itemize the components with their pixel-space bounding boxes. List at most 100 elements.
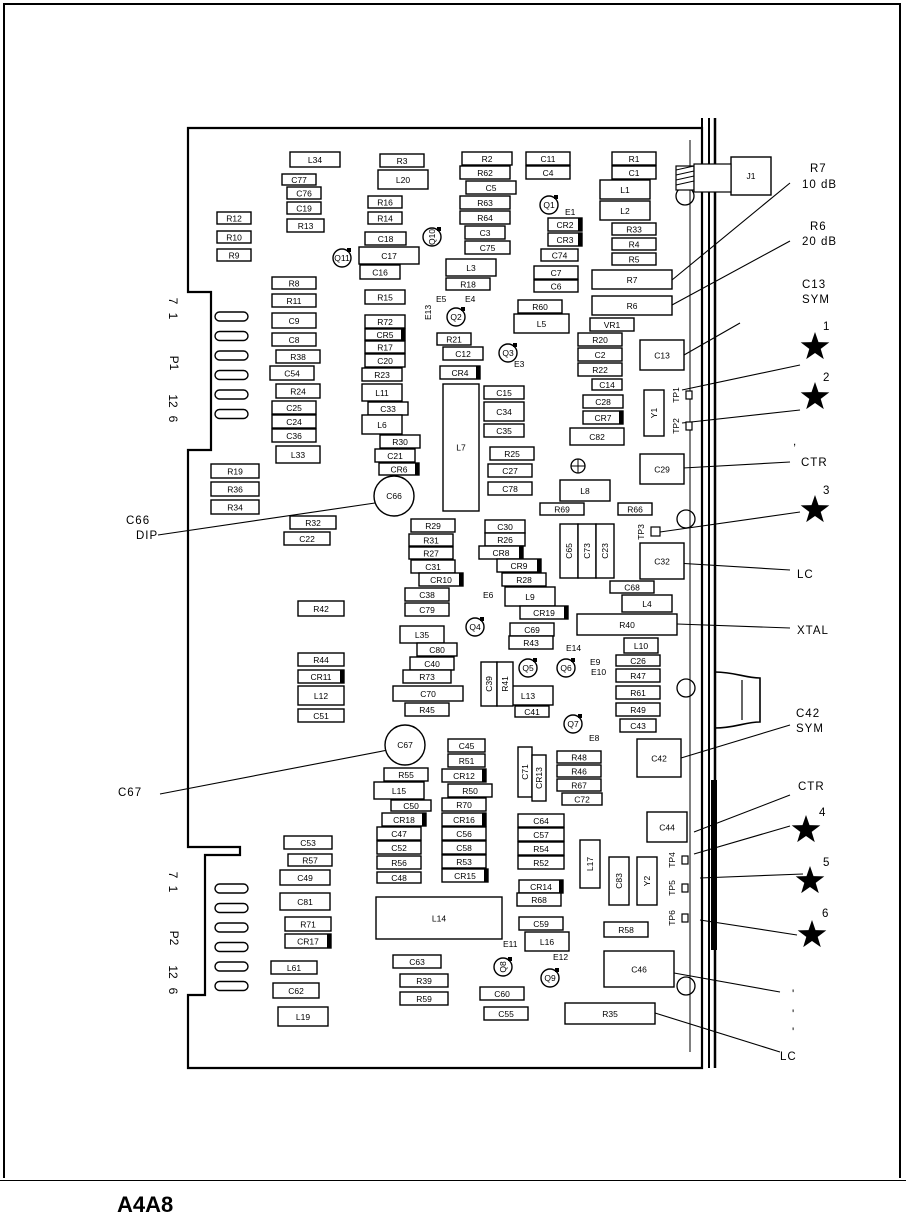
component-c9: C9 — [271, 312, 317, 329]
component-label: C22 — [299, 534, 315, 544]
component-label: R56 — [391, 858, 407, 868]
component-label: CR5 — [376, 330, 393, 340]
component-body — [361, 414, 403, 435]
component-label: C21 — [387, 451, 403, 461]
component-body — [619, 718, 657, 733]
component-l4: L4 — [621, 594, 673, 613]
component-body — [410, 518, 456, 533]
component-label: L33 — [291, 450, 305, 460]
component-label: C76 — [296, 189, 312, 199]
component-c33: C33 — [367, 401, 409, 416]
component-c3: C3 — [464, 225, 506, 240]
component-body — [271, 276, 317, 290]
component-body — [279, 869, 331, 886]
component-label: C40 — [424, 659, 440, 669]
component-r35: R35 — [564, 1002, 656, 1025]
transistor-body — [422, 227, 442, 247]
component-label: C36 — [286, 431, 302, 441]
diode-band — [559, 880, 563, 893]
component-label: C32 — [654, 557, 670, 567]
component-r23: R23 — [361, 367, 403, 382]
component-label: R52 — [533, 858, 549, 868]
transistor-q6: Q6 — [556, 658, 576, 678]
component-body — [646, 811, 688, 843]
component-r25: R25 — [489, 446, 535, 461]
transistor-q10: Q10 — [422, 227, 442, 247]
j1-label: J1 — [747, 171, 756, 181]
component-label: L2 — [620, 206, 630, 216]
component-c57: C57 — [517, 827, 565, 842]
component-label: R53 — [456, 857, 472, 867]
component-label: R69 — [554, 505, 570, 515]
component-r52: R52 — [517, 855, 565, 870]
component-body — [489, 446, 535, 461]
component-cr15: CR15 — [441, 868, 489, 883]
component-body — [603, 950, 675, 988]
test-point-pad — [685, 421, 693, 431]
component-c12: C12 — [442, 346, 484, 361]
component-body — [284, 916, 332, 932]
component-l12: L12 — [297, 685, 345, 706]
component-label: L11 — [375, 388, 389, 398]
component-body — [577, 347, 623, 362]
component-label: R22 — [592, 365, 608, 375]
component-label: R8 — [289, 279, 300, 289]
component-r6: R6 — [591, 295, 673, 316]
component-r59: R59 — [399, 991, 449, 1006]
component-body — [283, 835, 333, 850]
component-label: C34 — [496, 407, 512, 417]
component-c26: C26 — [615, 654, 661, 667]
test-pad-e3: E3 — [514, 359, 525, 369]
transistor-label: Q7 — [567, 719, 579, 729]
component-body — [271, 332, 317, 347]
callout-line — [693, 825, 791, 855]
callout-line — [654, 1012, 781, 1053]
component-r62: R62 — [459, 165, 511, 180]
component-c28: C28 — [582, 394, 624, 409]
component-label: R64 — [477, 213, 493, 223]
component-r44: R44 — [297, 652, 345, 667]
connector-slot — [214, 311, 249, 322]
component-r1: R1 — [611, 151, 657, 166]
component-label: R47 — [630, 671, 646, 681]
component-r19: R19 — [210, 463, 260, 479]
component-l14: L14 — [375, 896, 503, 940]
test-point-label: TP3 — [636, 524, 646, 540]
component-label: Y2 — [642, 876, 652, 887]
component-label: R41 — [500, 676, 510, 692]
component-c73: C73 — [577, 523, 597, 579]
component-cr3: CR3 — [547, 232, 583, 247]
component-label: C19 — [296, 204, 312, 214]
component-label: L8 — [580, 486, 590, 496]
component-r24: R24 — [275, 383, 321, 399]
callout-c66: C66 — [126, 515, 150, 527]
component-c24: C24 — [271, 414, 317, 429]
component-label: C51 — [313, 711, 329, 721]
component-label: R62 — [477, 168, 493, 178]
component-label: R21 — [446, 335, 462, 345]
callout-ctr-2: CTR — [798, 781, 825, 793]
component-label: R49 — [630, 705, 646, 715]
component-l3: L3 — [445, 258, 497, 277]
diode-band — [327, 934, 331, 948]
component-c65: C65 — [559, 523, 579, 579]
component-c21: C21 — [374, 448, 416, 463]
component-body — [210, 481, 260, 497]
component-label: R23 — [374, 370, 390, 380]
component-label: C60 — [494, 989, 510, 999]
transistor-body — [493, 957, 513, 977]
component-body — [270, 960, 318, 975]
stray-mark-4: ' — [792, 1027, 795, 1039]
component-c4: C4 — [525, 165, 571, 180]
component-body — [621, 594, 673, 613]
component-label: R50 — [462, 786, 478, 796]
component-body — [540, 248, 579, 262]
component-label: C63 — [409, 957, 425, 967]
component-label: R45 — [419, 705, 435, 715]
component-l19: L19 — [277, 1006, 329, 1027]
component-body — [579, 839, 601, 889]
component-body — [559, 479, 611, 502]
component-body — [269, 365, 315, 381]
component-body — [459, 210, 511, 225]
